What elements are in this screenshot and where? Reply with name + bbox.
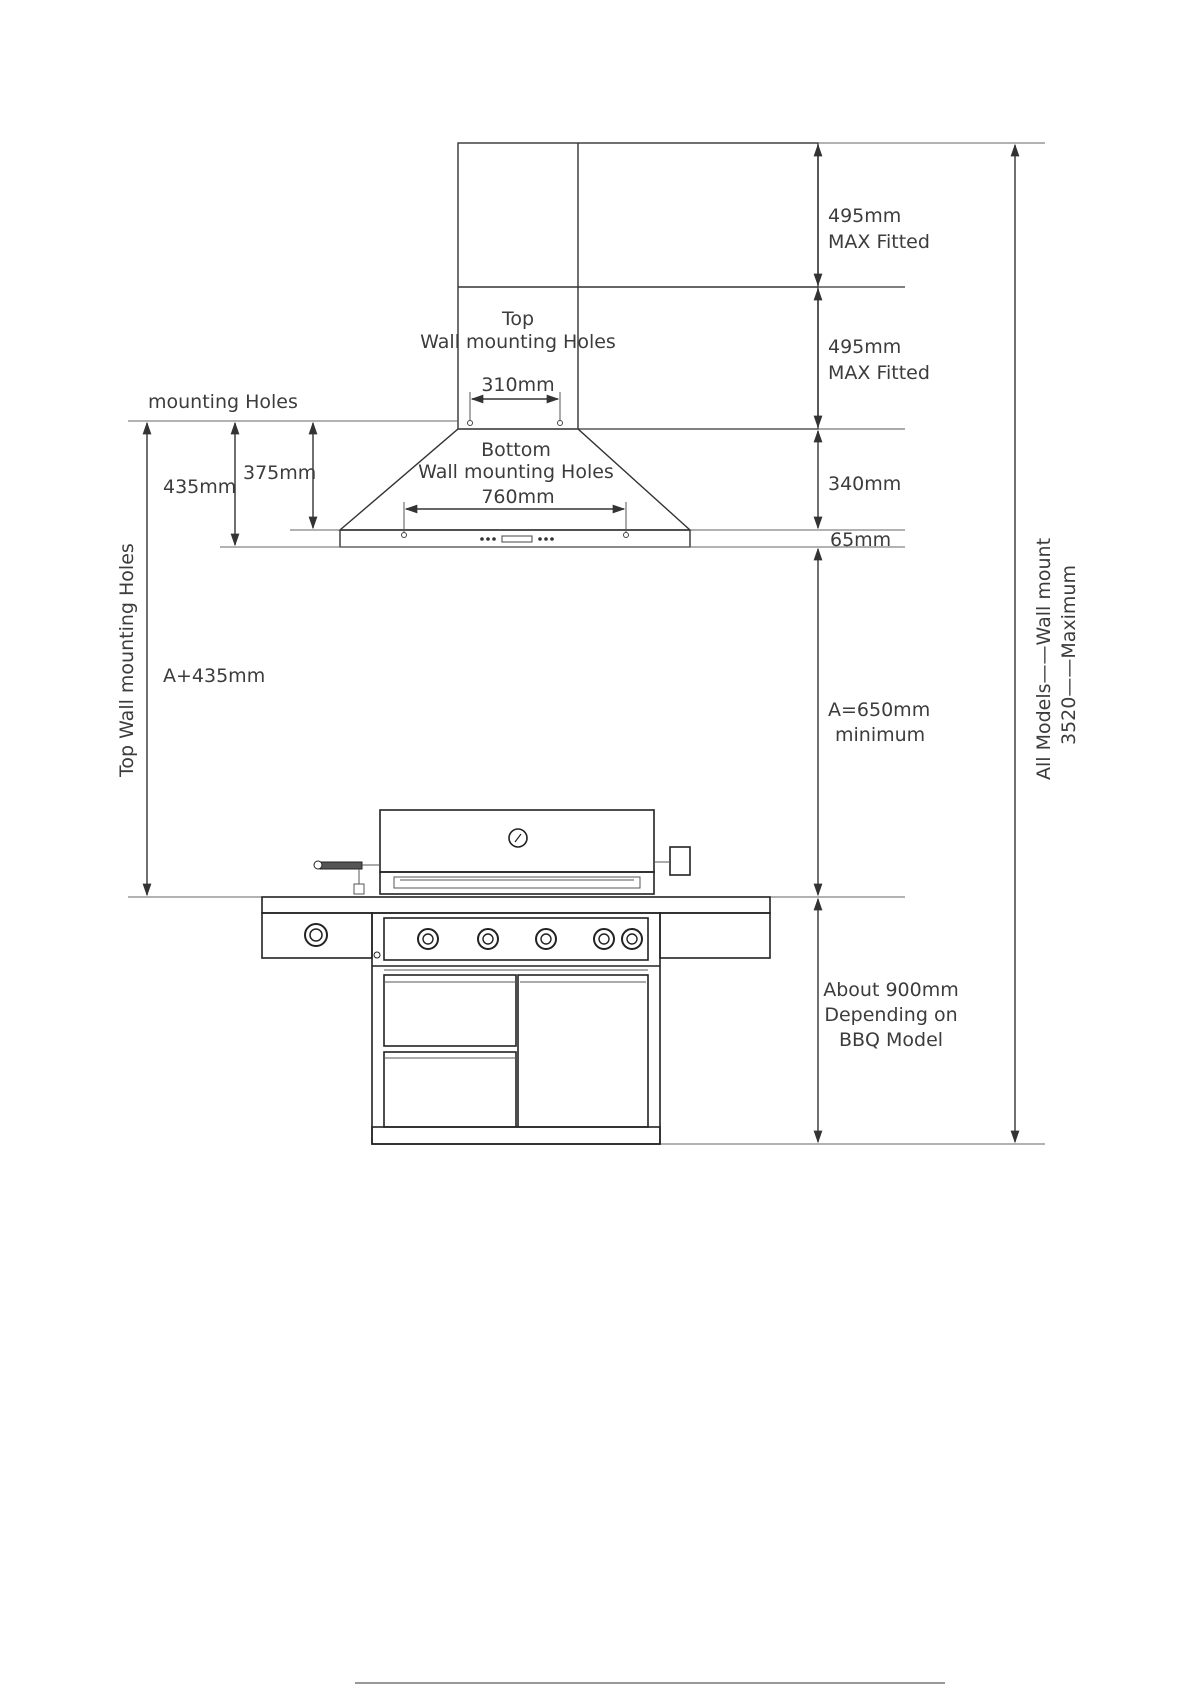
label-max-fitted-upper-text: MAX Fitted [828,231,930,253]
thermometer-gauge-icon [509,829,527,847]
label-top-wall-holes-vertical: Top Wall mounting Holes [116,543,138,778]
label-dim-435: 435mm [163,476,236,498]
label-all-models-wall-mount: All Models——Wall mount [1033,538,1055,780]
label-dim-375: 375mm [243,462,316,484]
label-top-holes-spacing: 310mm [481,374,554,396]
label-bottom-holes-subtitle: Wall mounting Holes [418,461,614,483]
label-bbq-height: About 900mm [823,979,959,1001]
label-bbq-depending: Depending on [824,1004,957,1026]
hood-control-panel [480,536,554,542]
label-top-holes-subtitle: Wall mounting Holes [420,331,616,353]
label-mounting-holes-left: mounting Holes [148,391,298,413]
label-a-plus-435: A+435mm [163,665,265,687]
top-hole-markers [468,392,563,426]
label-dim-340: 340mm [828,473,901,495]
label-a-650-minimum: minimum [835,724,925,746]
burner-knobs [418,929,642,949]
label-max-fitted-lower-text: MAX Fitted [828,362,930,384]
label-bbq-model: BBQ Model [839,1029,943,1051]
label-bottom-holes-spacing: 760mm [481,486,554,508]
label-max-fitted-upper-value: 495mm [828,205,901,227]
label-dim-65: 65mm [830,529,891,551]
bbq-grill [262,810,770,1144]
label-bottom-holes-title: Bottom [481,439,551,461]
label-max-fitted-lower-value: 495mm [828,336,901,358]
label-a-650: A=650mm [828,699,930,721]
label-3520-maximum: 3520——Maximum [1058,565,1080,745]
label-top-holes-title: Top [501,308,534,330]
